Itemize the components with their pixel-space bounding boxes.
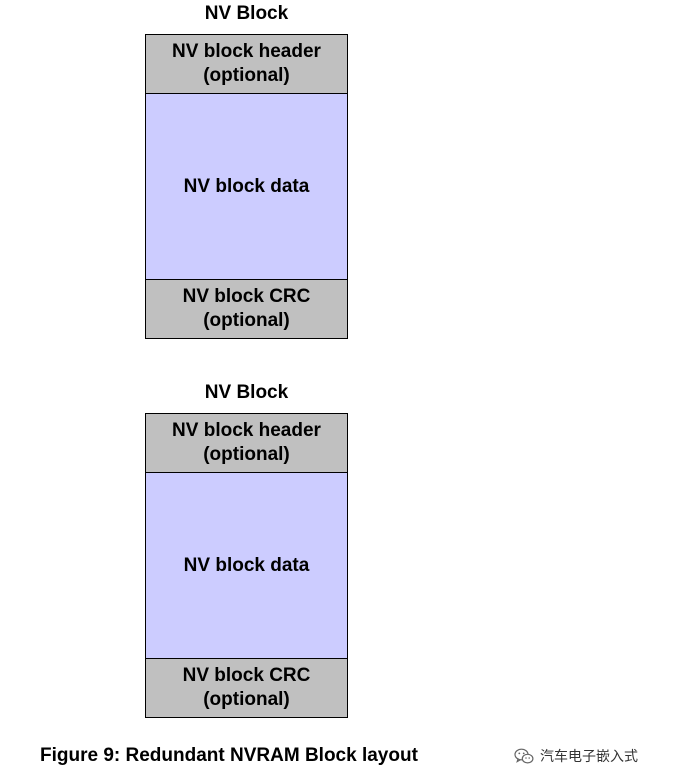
block-1-crc-segment: NV block CRC (optional) — [146, 280, 347, 338]
block-1-data-segment: NV block data — [146, 94, 347, 280]
block-2-header-optional: (optional) — [203, 444, 290, 465]
block-1-title: NV Block — [204, 3, 289, 24]
block-2-data-label: NV block data — [183, 554, 310, 576]
block-1-header-optional: (optional) — [203, 65, 290, 86]
block-2-header-label: NV block header — [172, 420, 321, 441]
block-2-data-segment: NV block data — [146, 473, 347, 659]
block-2-crc-label: NV block CRC — [182, 665, 311, 686]
figure-caption: Figure 9: Redundant NVRAM Block layout — [40, 745, 418, 766]
nv-block-1: NV block header (optional) NV block data… — [145, 34, 348, 339]
block-2-header-segment: NV block header (optional) — [146, 414, 347, 473]
block-1-header-segment: NV block header (optional) — [146, 35, 347, 94]
block-2-crc-segment: NV block CRC (optional) — [146, 659, 347, 717]
wechat-icon — [514, 748, 534, 765]
block-1-crc-label: NV block CRC — [182, 286, 311, 307]
block-2-crc-optional: (optional) — [203, 689, 290, 710]
nv-block-2: NV block header (optional) NV block data… — [145, 413, 348, 718]
block-2-title: NV Block — [204, 382, 289, 403]
watermark: 汽车电子嵌入式 — [514, 746, 638, 766]
block-1-data-label: NV block data — [183, 175, 310, 197]
block-1-header-label: NV block header — [172, 41, 321, 62]
watermark-text: 汽车电子嵌入式 — [540, 749, 638, 765]
block-1-crc-optional: (optional) — [203, 310, 290, 331]
